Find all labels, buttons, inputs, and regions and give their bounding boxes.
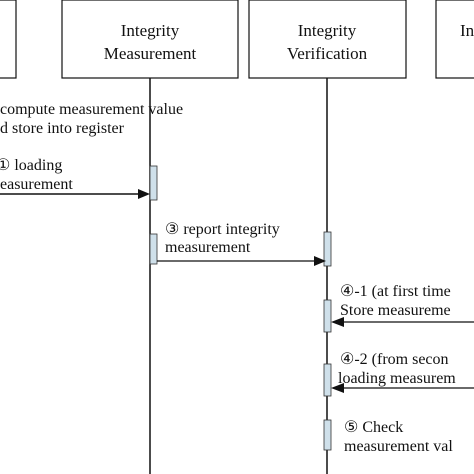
message-m3-line-1: ③ report integrity — [165, 221, 280, 238]
message-m6-line-1: ⑤ Check — [344, 419, 403, 436]
participant-3-line-1: In — [460, 21, 474, 40]
message-m5-line-2: loading measurem — [338, 370, 456, 387]
activation-bar-6 — [323, 419, 332, 451]
message-m2-line-2: easurement — [0, 176, 73, 193]
message-m3-line-2: measurement — [165, 239, 251, 256]
activation-bar-5 — [323, 363, 332, 397]
participant-box-0 — [0, 0, 17, 79]
arrowhead-m2 — [138, 189, 150, 199]
participant-1-line-1: Integrity — [121, 21, 180, 40]
message-m4-line-1: ④-1 (at first time — [340, 283, 451, 300]
arrowhead-m4 — [331, 317, 344, 327]
message-m6-line-2: measurement val — [344, 438, 453, 455]
participant-box-3 — [435, 0, 474, 79]
participant-box-1 — [61, 0, 239, 79]
activation-bar-1 — [149, 165, 158, 201]
participant-box-2 — [248, 0, 407, 79]
arrowhead-m5 — [331, 383, 344, 393]
message-m2-line-1: ① loading — [0, 157, 62, 174]
participant-2-line-2: Verification — [287, 44, 368, 63]
message-m1-line-1: compute measurement value — [0, 101, 183, 118]
activation-bar-4 — [323, 299, 332, 333]
arrowhead-m3 — [314, 256, 326, 266]
message-m1-line-2: d store into register — [0, 120, 125, 137]
activation-bar-3 — [323, 231, 332, 267]
participant-2-line-1: Integrity — [298, 21, 357, 40]
participant-1-line-2: Measurement — [104, 44, 197, 63]
message-m5-line-1: ④-2 (from secon — [340, 351, 449, 368]
activation-bar-2 — [149, 233, 158, 265]
message-m4-line-2: Store measureme — [340, 302, 451, 319]
